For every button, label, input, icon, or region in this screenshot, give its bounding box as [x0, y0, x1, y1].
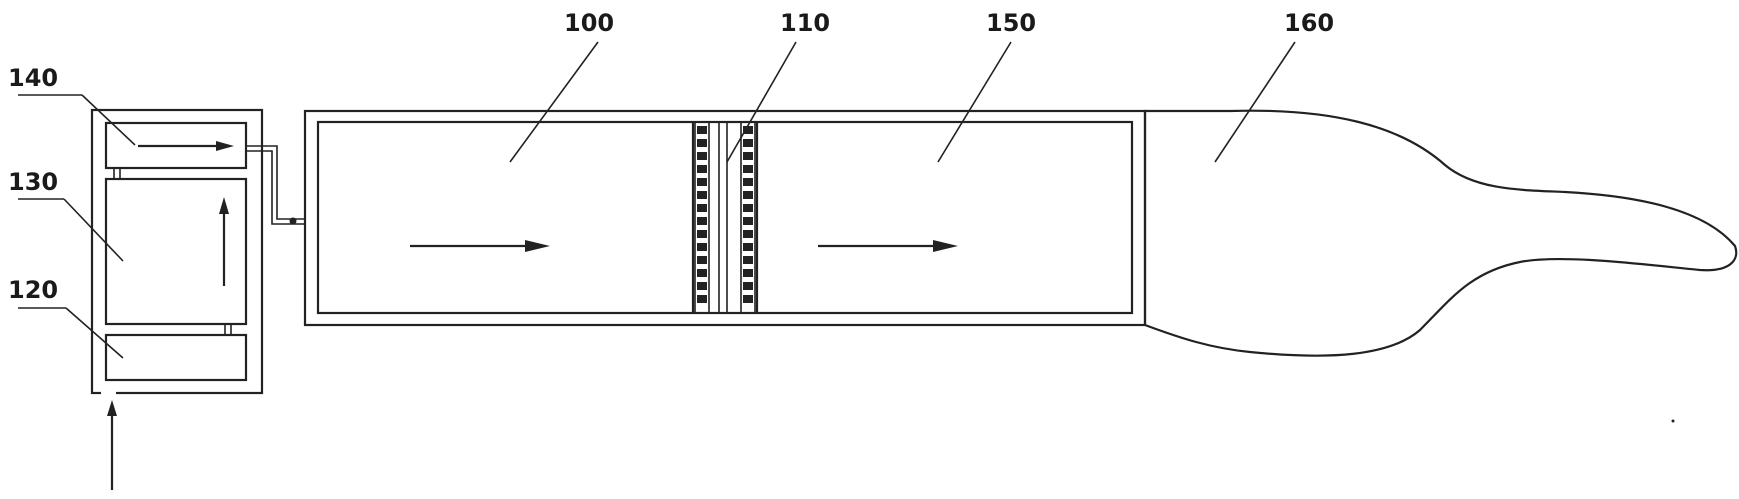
leader-130-diag	[63, 198, 124, 262]
filter-110-left-column	[694, 121, 710, 314]
connecting-pipe-outer	[246, 150, 305, 225]
main-housing-inner	[316, 120, 1134, 315]
stray-dot	[1671, 419, 1675, 423]
label-160: 160	[1284, 9, 1334, 37]
label-150: 150	[986, 9, 1036, 37]
component-120-box	[104, 333, 248, 382]
leader-120-diag	[65, 307, 124, 359]
connector-140-130	[113, 167, 121, 180]
nozzle-160-outline	[1143, 109, 1738, 357]
arrow-100-head	[525, 240, 550, 252]
label-120: 120	[8, 276, 58, 304]
arrow-140-head	[216, 141, 234, 151]
main-housing-outer	[303, 109, 1147, 327]
leader-150	[937, 41, 1012, 163]
filter-110-right-column	[740, 121, 756, 314]
leader-160	[1214, 41, 1296, 163]
pipe-joint	[289, 217, 297, 225]
connecting-pipe	[246, 145, 305, 220]
arrow-130-head	[219, 197, 229, 214]
inlet-arrow-head	[107, 400, 117, 416]
leader-140-diag	[81, 94, 136, 146]
leader-100	[509, 41, 599, 163]
label-110: 110	[780, 9, 830, 37]
left-assembly-frame	[90, 108, 264, 395]
component-130-box	[104, 177, 248, 326]
arrow-150-head	[933, 240, 958, 252]
label-100: 100	[564, 9, 614, 37]
connector-130-120	[224, 323, 232, 336]
label-130: 130	[8, 168, 58, 196]
leader-110	[726, 41, 797, 163]
label-140: 140	[8, 64, 58, 92]
